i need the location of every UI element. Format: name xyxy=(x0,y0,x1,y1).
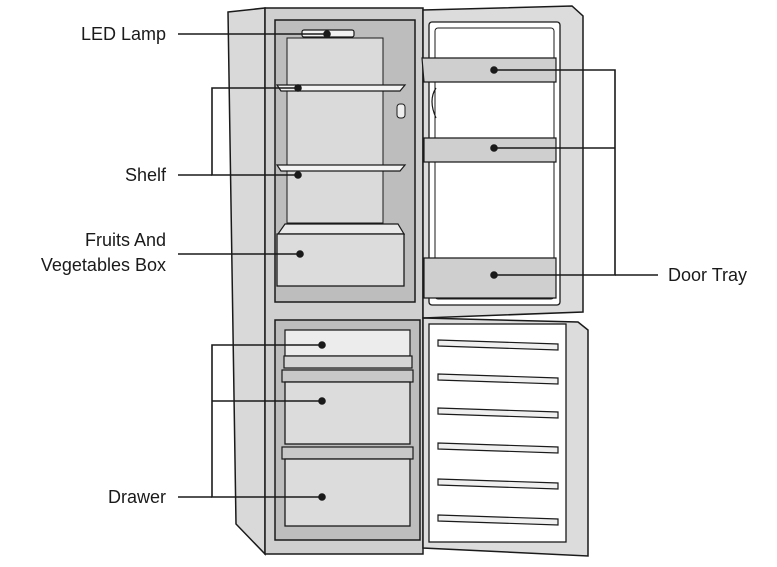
shelf-lower xyxy=(275,164,407,172)
door-rail xyxy=(431,87,437,119)
door-slat xyxy=(437,407,559,419)
door-slat xyxy=(437,339,559,351)
door-slat xyxy=(437,442,559,454)
label-door-tray: Door Tray xyxy=(668,265,747,285)
fridge-back-wall xyxy=(286,37,384,224)
drawer-middle xyxy=(284,381,411,445)
door-slat xyxy=(437,373,559,385)
lower-door-liner xyxy=(428,323,567,543)
shelf-upper-point xyxy=(294,84,302,92)
drawer-bottom xyxy=(284,458,411,527)
led-lamp-point xyxy=(323,30,331,38)
drawer-middle-point xyxy=(318,397,326,405)
upper-door-liner xyxy=(428,21,561,306)
door-tray-top-point xyxy=(490,66,498,74)
label-led-lamp: LED Lamp xyxy=(81,24,166,44)
drawer-middle-rim xyxy=(281,369,414,383)
fruits-box-point xyxy=(296,250,304,258)
door-slat xyxy=(437,478,559,490)
label-drawer: Drawer xyxy=(108,487,166,507)
door-tray-leader xyxy=(494,69,616,276)
door-tray-middle-point xyxy=(490,144,498,152)
door-tray-middle xyxy=(423,137,557,163)
drawer-leader xyxy=(211,344,322,498)
drawer-bottom-rim xyxy=(281,446,414,460)
label-shelf: Shelf xyxy=(125,165,167,185)
drawer-top-back xyxy=(284,329,411,357)
lower-door xyxy=(422,317,589,557)
control-knob xyxy=(396,103,406,119)
label-fruits-line2: Vegetables Box xyxy=(41,255,166,275)
shelf-lower-point xyxy=(294,171,302,179)
drawer-top-point xyxy=(318,341,326,349)
lower-door-slats xyxy=(437,339,559,526)
drawer-bottom-point xyxy=(318,493,326,501)
shelf-upper xyxy=(275,84,407,92)
door-tray-bottom xyxy=(423,257,557,299)
upper-door-liner-inner xyxy=(434,27,555,300)
door-tray-top xyxy=(421,57,557,83)
fruits-vegetables-box xyxy=(276,233,405,287)
shelf-leader xyxy=(211,87,298,176)
door-slat xyxy=(437,514,559,526)
cabinet-side-panel xyxy=(227,7,266,556)
fruits-vegetables-box-lid xyxy=(276,223,406,235)
callout-lines xyxy=(178,30,658,501)
label-fruits-line1: Fruits And xyxy=(85,230,166,250)
freezer-compartment xyxy=(274,319,421,541)
fridge-compartment xyxy=(274,19,416,303)
upper-door xyxy=(421,5,584,319)
drawer-top xyxy=(283,355,413,369)
door-tray-bottom-point xyxy=(490,271,498,279)
